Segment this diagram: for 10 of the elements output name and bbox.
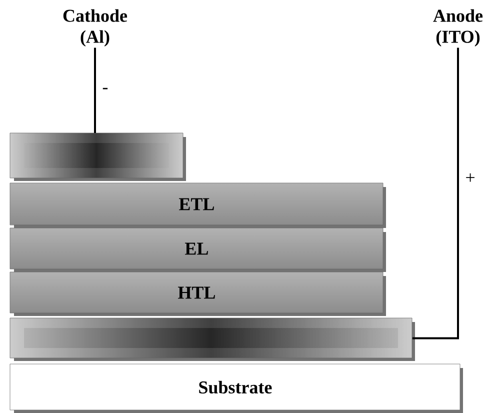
layer-block: EL xyxy=(10,228,386,272)
electrode-label: Cathode (Al) xyxy=(63,9,128,47)
substrate-block: Substrate xyxy=(10,364,463,413)
layer-block: HTL xyxy=(10,272,386,316)
edge-label: - xyxy=(102,88,108,90)
edge-label: + xyxy=(466,173,474,182)
connector-line xyxy=(412,48,459,340)
electrode-label: Anode (ITO) xyxy=(433,9,483,47)
layer-block: ETL xyxy=(10,182,386,228)
connector-line xyxy=(94,48,96,133)
